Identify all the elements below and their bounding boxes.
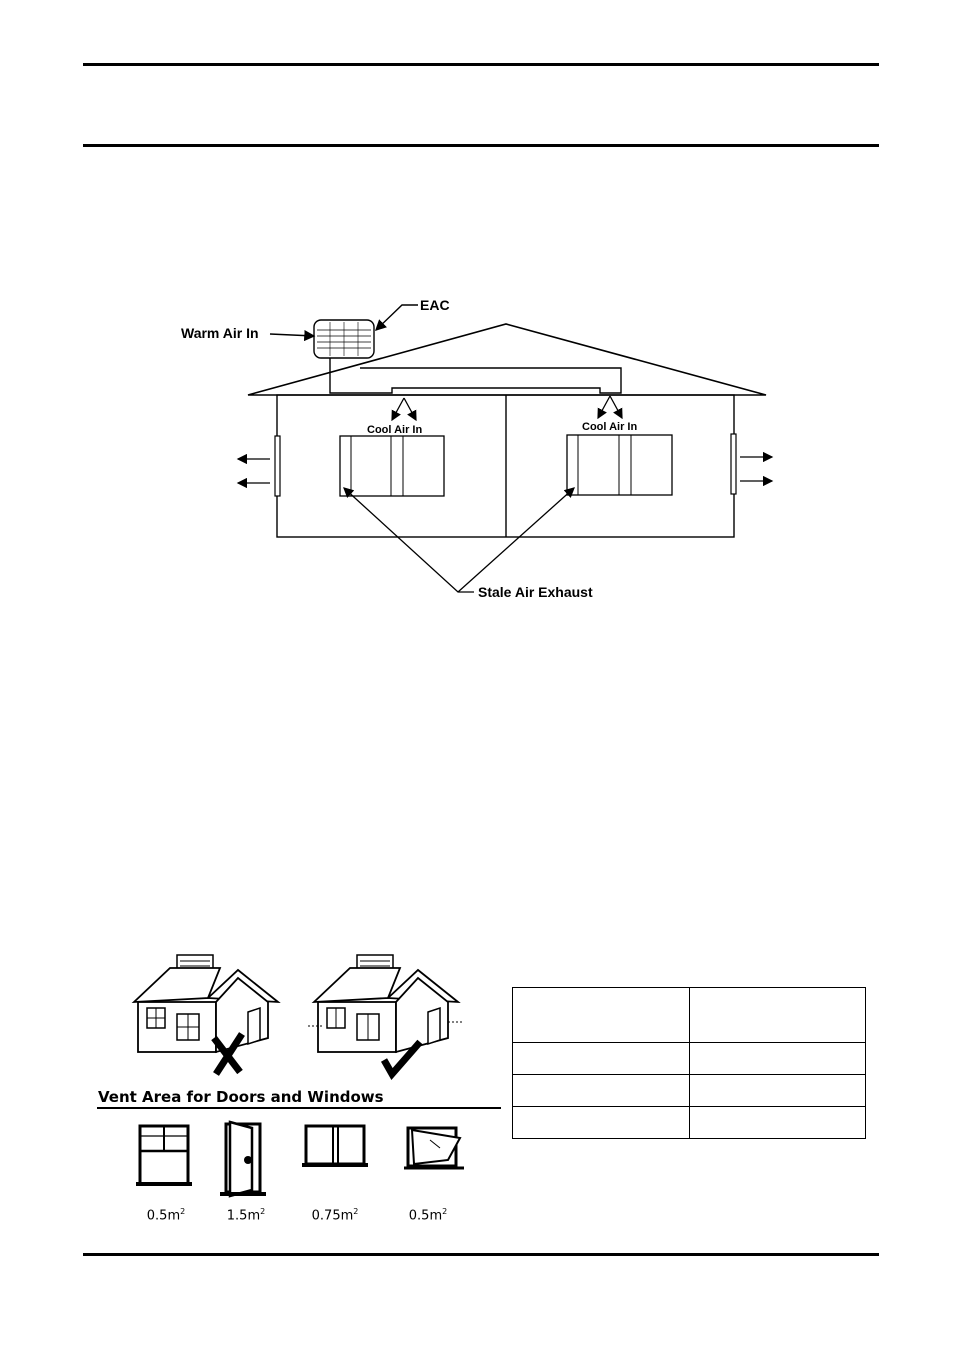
vent-area-rule xyxy=(97,1107,501,1109)
vent-value-door: 1.5m2 xyxy=(226,1207,266,1224)
vent-value-sliding-window: 0.75m2 xyxy=(311,1207,359,1224)
window-left xyxy=(339,435,445,497)
cool-air-left-label: Cool Air In xyxy=(367,424,423,436)
eac-unit-icon xyxy=(313,319,375,359)
table-row xyxy=(512,1042,866,1075)
stale-air-pointer-right xyxy=(457,487,575,593)
sash-window-icon xyxy=(136,1124,192,1186)
cool-air-arrow-right-2 xyxy=(609,395,623,420)
door-icon xyxy=(220,1120,266,1198)
side-vent-left xyxy=(274,435,281,497)
cool-air-right-label: Cool Air In xyxy=(582,421,638,433)
table-cell xyxy=(689,987,866,1043)
duct xyxy=(329,356,622,394)
header-rule-top xyxy=(83,63,879,66)
awning-window-icon xyxy=(404,1126,464,1170)
window-right xyxy=(566,434,673,496)
house-comparison-illustration xyxy=(131,954,464,1080)
table-row xyxy=(512,1074,866,1107)
vent-value-sash-window: 0.5m2 xyxy=(146,1207,186,1224)
table-row xyxy=(512,987,866,1043)
check-mark-icon xyxy=(380,1039,423,1080)
cool-air-arrow-left-2 xyxy=(403,397,417,422)
stale-air-pointer-left xyxy=(343,487,474,593)
vent-area-title: Vent Area for Doors and Windows xyxy=(98,1088,384,1106)
table-cell xyxy=(512,1074,690,1107)
side-vent-right xyxy=(730,433,737,495)
table-cell xyxy=(512,1106,690,1139)
table-cell xyxy=(689,1106,866,1139)
vent-icons-row xyxy=(136,1120,464,1198)
cool-air-arrow-left-1 xyxy=(391,397,405,422)
closed-house-icon xyxy=(131,954,281,1054)
table-cell xyxy=(512,987,690,1043)
table-row xyxy=(512,1106,866,1139)
open-house-icon xyxy=(308,954,464,1054)
warm-air-arrow xyxy=(269,329,316,342)
table-cell xyxy=(512,1042,690,1075)
warm-air-label: Warm Air In xyxy=(181,325,259,341)
footer-rule xyxy=(83,1253,879,1256)
cross-mark-icon xyxy=(211,1032,245,1076)
sliding-window-icon xyxy=(302,1124,368,1167)
stale-air-label: Stale Air Exhaust xyxy=(478,584,593,600)
eac-pointer xyxy=(374,304,418,331)
airflow-diagram xyxy=(236,304,774,593)
eac-label: EAC xyxy=(420,297,450,313)
vent-table xyxy=(512,987,866,1139)
header-rule-bottom xyxy=(83,144,879,147)
vent-value-awning-window: 0.5m2 xyxy=(408,1207,448,1224)
table-cell xyxy=(689,1074,866,1107)
cool-air-arrow-right-1 xyxy=(597,395,611,420)
table-cell xyxy=(689,1042,866,1075)
